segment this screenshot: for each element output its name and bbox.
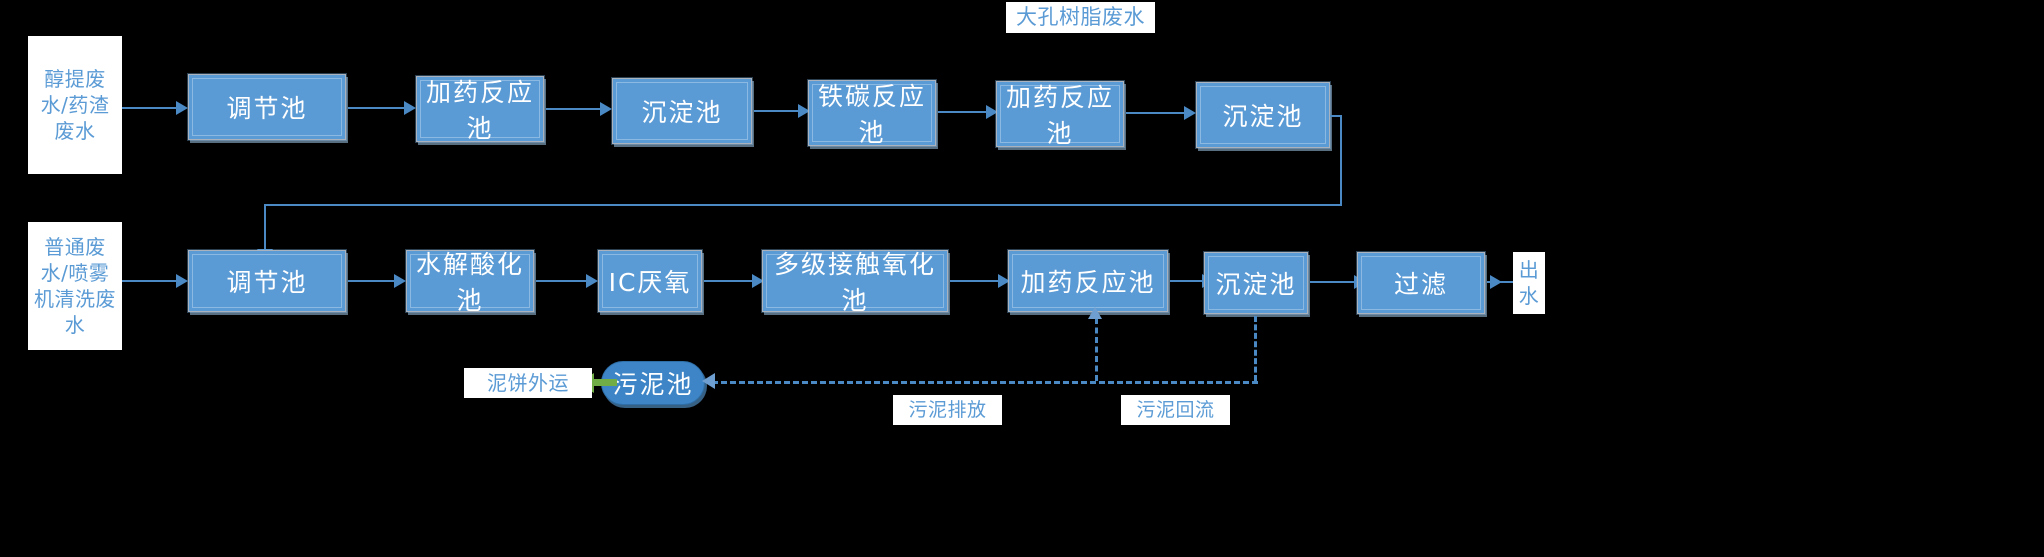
- process-box-row1-5-label: 沉淀池: [1222, 102, 1304, 131]
- diagram-title: 大孔树脂废水: [1006, 2, 1155, 33]
- connector-row2-4-5: [1170, 280, 1202, 282]
- arrow-row2-0-1: [394, 274, 406, 288]
- process-box-row1-0[interactable]: 调节池: [188, 74, 346, 140]
- connector-row2-2-3: [704, 280, 752, 282]
- process-box-row2-4[interactable]: 加药反应池: [1008, 250, 1168, 312]
- output-label-effluent-text: 出水: [1518, 258, 1540, 308]
- input-label-top: 醇提废水/药渣废水: [28, 36, 122, 174]
- sludge-discharge-dashed-vertical: [1254, 316, 1257, 381]
- arrow-row1-2-3: [798, 104, 810, 118]
- output-label-mud-cake-text: 泥饼外运: [487, 371, 569, 395]
- process-box-row1-4-label: 加药反应池: [1005, 83, 1114, 148]
- process-box-row1-1-label: 加药反应池: [425, 78, 534, 143]
- output-label-mud-cake: 泥饼外运: [464, 368, 592, 398]
- connector-row1-0-1: [348, 107, 404, 109]
- arrow-row2-1-2: [586, 274, 598, 288]
- process-box-row2-2-label: IC厌氧: [608, 268, 692, 297]
- connector-input-bottom: [122, 280, 176, 282]
- input-label-top-text: 醇提废水/药渣废水: [40, 67, 110, 143]
- arrow-row1-3-4: [986, 105, 998, 119]
- process-box-row2-2[interactable]: IC厌氧: [598, 250, 702, 312]
- process-box-row1-4[interactable]: 加药反应池: [996, 81, 1124, 148]
- arrow-row2-3-4: [998, 274, 1010, 288]
- connector-mud-cake: [593, 379, 617, 386]
- process-box-row2-5[interactable]: 沉淀池: [1204, 252, 1308, 314]
- connector-row2-0-1: [348, 280, 394, 282]
- connector-input-top: [122, 107, 176, 109]
- process-box-row1-5[interactable]: 沉淀池: [1196, 82, 1330, 148]
- process-box-row2-6-label: 过滤: [1393, 270, 1448, 299]
- connector-row2-5-6: [1310, 281, 1354, 283]
- note-label-sludge-return: 污泥回流: [1121, 395, 1230, 425]
- process-box-row2-3[interactable]: 多级接触氧化池: [762, 250, 948, 315]
- process-box-row1-2[interactable]: 沉淀池: [612, 78, 752, 144]
- diagram-title-text: 大孔树脂废水: [1016, 4, 1145, 29]
- arrow-sludge-return: [1088, 307, 1102, 319]
- process-box-row1-3[interactable]: 铁碳反应池: [808, 80, 936, 147]
- process-box-row1-1[interactable]: 加药反应池: [416, 76, 544, 143]
- note-label-sludge-return-text: 污泥回流: [1136, 398, 1215, 421]
- sludge-dashed-main-line: [712, 381, 1258, 384]
- connector-row1-2-3: [754, 110, 798, 112]
- note-label-sludge-discharge-text: 污泥排放: [908, 398, 987, 421]
- process-box-row1-0-label: 调节池: [226, 94, 308, 123]
- arrow-row1-0-1: [404, 101, 416, 115]
- connector-row1-4-5: [1126, 112, 1184, 114]
- process-box-row2-3-label: 多级接触氧化池: [773, 250, 936, 315]
- process-box-row2-4-label: 加药反应池: [1020, 268, 1156, 297]
- output-label-effluent: 出水: [1513, 252, 1545, 314]
- connector-row1-to-row2-seg1: [1330, 115, 1342, 117]
- process-box-row2-5-label: 沉淀池: [1215, 270, 1297, 299]
- process-box-row1-3-label: 铁碳反应池: [817, 82, 926, 147]
- process-box-row2-1[interactable]: 水解酸化池: [406, 250, 534, 315]
- arrow-sludge-into-pool: [702, 373, 715, 389]
- connector-row1-to-row2-seg4: [264, 204, 266, 251]
- connector-row2-1-2: [536, 280, 586, 282]
- process-box-row2-6[interactable]: 过滤: [1357, 252, 1485, 314]
- process-box-row2-0[interactable]: 调节池: [188, 250, 346, 312]
- sludge-return-dashed-vertical: [1095, 318, 1098, 381]
- connector-row2-3-4: [950, 280, 998, 282]
- connector-row2-6-effluent: [1487, 281, 1523, 283]
- arrow-input-bottom: [176, 274, 188, 288]
- connector-row1-to-row2-seg3: [264, 204, 1342, 206]
- arrow-row1-4-5: [1184, 106, 1196, 120]
- process-box-row2-1-label: 水解酸化池: [415, 250, 524, 315]
- note-label-sludge-discharge: 污泥排放: [893, 395, 1002, 425]
- arrow-input-top: [176, 101, 188, 115]
- input-label-bottom-text: 普通废水/喷雾机清洗废水: [34, 235, 116, 337]
- arrow-row2-2-3: [752, 274, 764, 288]
- sludge-pool-label: 污泥池: [612, 370, 694, 399]
- connector-row1-3-4: [938, 111, 986, 113]
- connector-row1-1-2: [546, 108, 600, 110]
- connector-row1-to-row2-seg2: [1340, 115, 1342, 206]
- process-box-row2-0-label: 调节池: [226, 268, 308, 297]
- sludge-pool-box[interactable]: 污泥池: [601, 361, 705, 405]
- process-box-row1-2-label: 沉淀池: [641, 98, 723, 127]
- arrow-row1-1-2: [600, 102, 612, 116]
- input-label-bottom: 普通废水/喷雾机清洗废水: [28, 222, 122, 350]
- arrow-effluent: [1490, 275, 1502, 289]
